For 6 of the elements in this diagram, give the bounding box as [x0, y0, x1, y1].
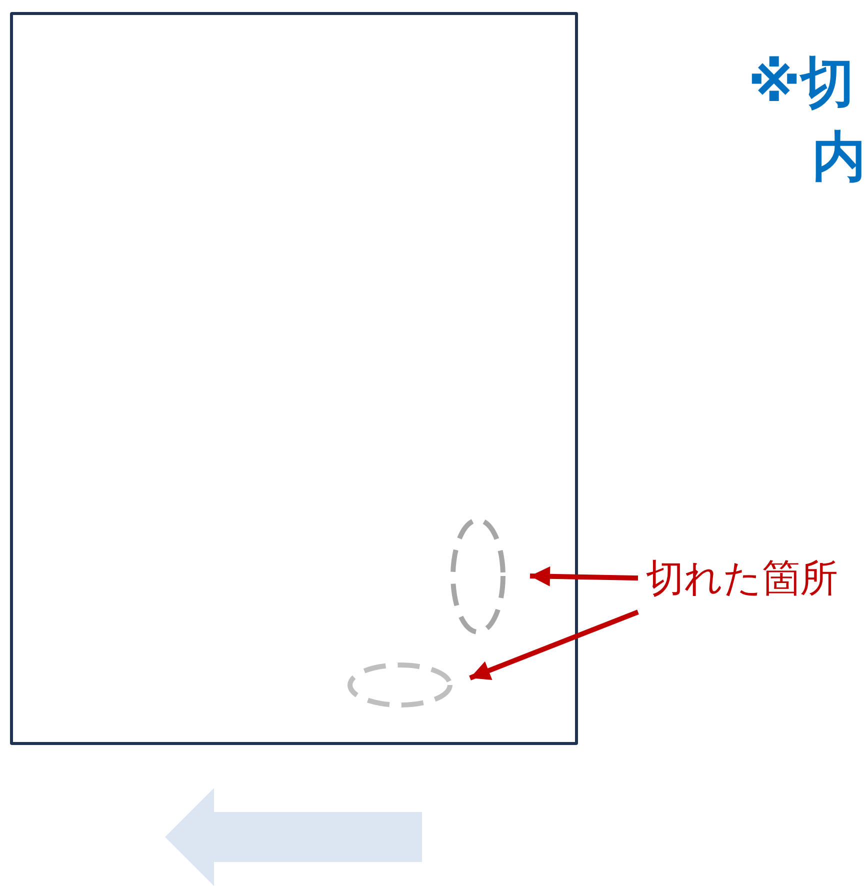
arrow	[469, 610, 639, 680]
arrow	[530, 566, 638, 586]
paper-sheet	[10, 12, 578, 745]
heading-text: ※切	[748, 56, 854, 110]
callout-label: 切れた箇所	[646, 555, 839, 602]
heading-text: 内	[812, 130, 866, 184]
